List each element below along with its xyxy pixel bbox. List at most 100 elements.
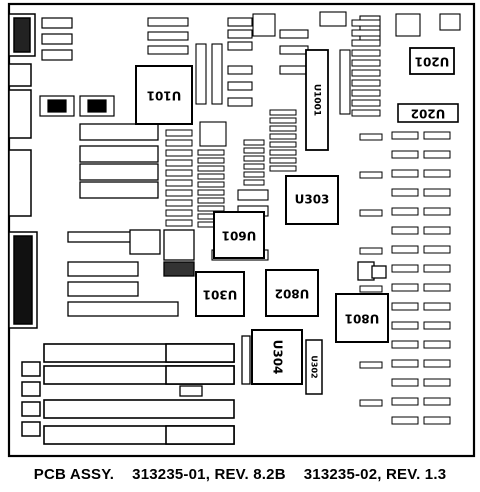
passive-component — [351, 69, 381, 77]
chip-u1001: U1001 — [305, 49, 329, 151]
expansion-slots — [43, 343, 235, 445]
passive-component — [243, 171, 265, 178]
passive-component — [351, 89, 381, 97]
passive-component — [423, 359, 451, 368]
passive-component — [423, 397, 451, 406]
passive-component — [197, 149, 225, 156]
passive-component — [351, 59, 381, 67]
pcb-layout-diagram: U101 U201 U202 U301 U302 U303 U304 U601 … — [7, 2, 476, 458]
middle-component-array — [165, 109, 297, 228]
passive-component — [423, 226, 451, 235]
passive-component — [359, 133, 383, 141]
passive-component — [269, 133, 297, 140]
chip-u301: U301 — [195, 271, 245, 317]
passive-component — [391, 264, 419, 273]
passive-component — [391, 302, 419, 311]
memory-strips — [67, 123, 179, 317]
passive-component — [391, 321, 419, 330]
passive-component — [197, 189, 225, 196]
passive-component — [391, 169, 419, 178]
passive-component — [359, 171, 383, 179]
passive-component — [243, 139, 265, 146]
passive-component — [197, 157, 225, 164]
chip-u302: U302 — [305, 339, 323, 395]
passive-component — [197, 205, 225, 212]
passive-component — [165, 189, 193, 197]
passive-component — [423, 245, 451, 254]
chip-u601: U601 — [213, 211, 265, 259]
passive-component — [391, 150, 419, 159]
passive-component — [269, 125, 297, 132]
passive-component — [165, 199, 193, 207]
passive-component — [197, 173, 225, 180]
passive-component — [351, 79, 381, 87]
top-left-components — [39, 17, 115, 117]
passive-component — [351, 29, 381, 37]
passive-component — [269, 149, 297, 156]
passive-component — [351, 19, 381, 27]
chip-label: U202 — [411, 107, 446, 121]
passive-component — [423, 131, 451, 140]
chip-label: U101 — [147, 89, 182, 103]
passive-component — [351, 49, 381, 57]
passive-component — [423, 207, 451, 216]
passive-component — [423, 264, 451, 273]
passive-component — [359, 361, 383, 369]
chip-label: U301 — [203, 288, 238, 302]
passive-component — [165, 159, 193, 167]
passive-component — [423, 340, 451, 349]
passive-component — [269, 157, 297, 164]
chip-label: U1001 — [312, 84, 322, 116]
passive-component — [165, 219, 193, 227]
passive-component — [243, 147, 265, 154]
passive-component — [423, 378, 451, 387]
passive-component — [197, 197, 225, 204]
chip-u202: U202 — [397, 103, 459, 123]
chip-label: U802 — [275, 287, 310, 301]
passive-component — [391, 188, 419, 197]
misc-components — [129, 229, 387, 397]
passive-component — [391, 207, 419, 216]
chip-label: U303 — [295, 193, 330, 207]
passive-component — [391, 378, 419, 387]
chip-u304: U304 — [251, 329, 303, 385]
passive-component — [269, 165, 297, 172]
passive-component — [269, 109, 297, 116]
caption-part-02: 313235-02, REV. 1.3 — [303, 466, 447, 483]
passive-component — [351, 109, 381, 117]
passive-component — [423, 416, 451, 425]
chip-u802: U802 — [265, 269, 319, 317]
caption-assembly: PCB ASSY. — [33, 466, 115, 483]
passive-component — [359, 247, 383, 255]
chip-u801: U801 — [335, 293, 389, 343]
chip-u201: U201 — [409, 47, 455, 75]
passive-component — [197, 181, 225, 188]
passive-component — [269, 117, 297, 124]
right-component-array — [351, 19, 451, 425]
passive-component — [165, 129, 193, 137]
chip-label: U302 — [310, 355, 319, 378]
passive-component — [423, 283, 451, 292]
passive-component — [165, 149, 193, 157]
left-connectors — [8, 13, 41, 437]
pcb-board: U101 U201 U202 U301 U302 U303 U304 U601 … — [7, 2, 476, 458]
passive-component — [269, 141, 297, 148]
chip-u303: U303 — [285, 175, 339, 225]
chip-label: U201 — [415, 55, 450, 69]
passive-component — [165, 139, 193, 147]
passive-component — [423, 302, 451, 311]
passive-component — [423, 321, 451, 330]
passive-component — [243, 155, 265, 162]
passive-component — [351, 39, 381, 47]
passive-component — [359, 399, 383, 407]
chip-label: U304 — [271, 340, 285, 375]
passive-component — [391, 359, 419, 368]
passive-component — [391, 397, 419, 406]
passive-component — [391, 416, 419, 425]
passive-component — [197, 165, 225, 172]
passive-component — [391, 283, 419, 292]
passive-component — [391, 131, 419, 140]
passive-component — [391, 245, 419, 254]
chip-label: U601 — [222, 229, 257, 243]
